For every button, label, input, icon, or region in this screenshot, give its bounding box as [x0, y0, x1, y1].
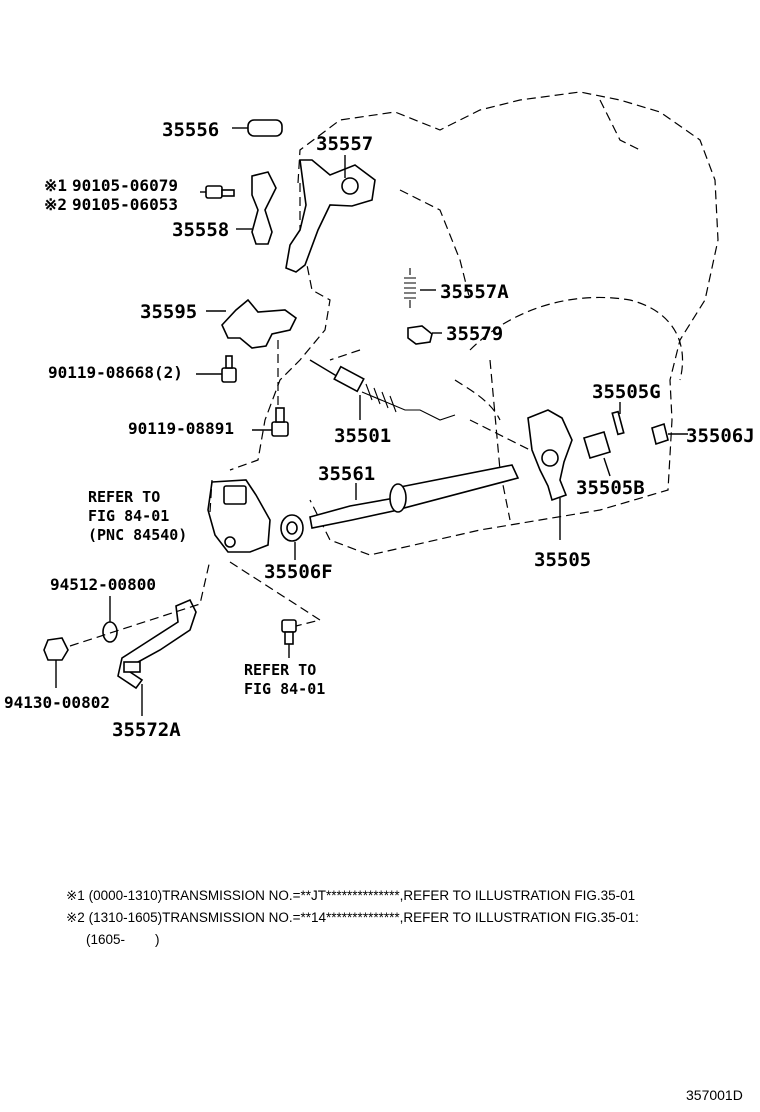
part-35501-cable: [309, 359, 456, 421]
label-90119-08891: 90119-08891: [128, 419, 234, 438]
label-35505: 35505: [534, 549, 591, 571]
label-90105-06079: 90105-06079: [72, 176, 178, 195]
part-35505B-collar: [583, 431, 611, 477]
part-bolt-90105: [205, 185, 235, 199]
label-35595: 35595: [140, 301, 197, 323]
part-neutral-switch: [207, 479, 271, 553]
part-35558-detent-spring: [236, 171, 277, 245]
leader-dashes: [69, 419, 531, 647]
figure-code: 357001D: [686, 1087, 743, 1103]
label-35505G: 35505G: [592, 381, 661, 403]
refer1-line2: FIG 84-01: [88, 507, 169, 525]
part-35506J-clip: [651, 422, 688, 446]
label-35506F: 35506F: [264, 561, 333, 583]
label-35506J: 35506J: [686, 425, 755, 447]
part-refer-bolt: [281, 619, 297, 658]
refer1-line3: (PNC 84540): [88, 526, 187, 544]
part-94512-washer: [102, 596, 118, 643]
part-90119-08891-bolt: [271, 407, 289, 437]
footnote-1: ※1 (0000-1310)TRANSMISSION NO.=**JT*****…: [66, 888, 635, 903]
refer2-line2: FIG 84-01: [244, 680, 325, 698]
part-35579-bushing: [407, 325, 442, 345]
part-35556-pin: [232, 119, 283, 137]
bolt1-marker: ※1: [44, 176, 67, 195]
refer1-line1: REFER TO: [88, 488, 160, 506]
part-35505G-pin: [611, 410, 625, 436]
part-35557A-spring: [404, 268, 436, 308]
label-35558: 35558: [172, 219, 229, 241]
part-35595-bracket: [206, 298, 298, 420]
part-35561-shaft: [309, 464, 520, 529]
label-35557A: 35557A: [440, 281, 509, 303]
part-35557-lever: [285, 155, 376, 273]
label-35501: 35501: [334, 425, 391, 447]
label-35579: 35579: [446, 323, 503, 345]
label-35505B: 35505B: [576, 477, 645, 499]
footnote-3: (1605- ): [86, 932, 160, 947]
part-94130-nut: [43, 637, 69, 688]
part-35572A-control-lever: [117, 598, 197, 716]
label-35561: 35561: [318, 463, 375, 485]
label-90105-06053: 90105-06053: [72, 195, 178, 214]
bolt2-marker: ※2: [44, 195, 67, 214]
footnote-2: ※2 (1310-1605)TRANSMISSION NO.=**14*****…: [66, 910, 639, 925]
label-35572A: 35572A: [112, 719, 181, 741]
part-35505-manual-valve-lever: [527, 409, 573, 540]
part-35506F-seal: [280, 514, 304, 560]
label-94512-00800: 94512-00800: [50, 575, 156, 594]
refer2-line1: REFER TO: [244, 661, 316, 679]
label-35557: 35557: [316, 133, 373, 155]
label-90119-08668: 90119-08668(2): [48, 363, 183, 382]
label-35556: 35556: [162, 119, 219, 141]
label-94130-00802: 94130-00802: [4, 693, 110, 712]
part-90119-08668-bolt: [221, 355, 237, 383]
